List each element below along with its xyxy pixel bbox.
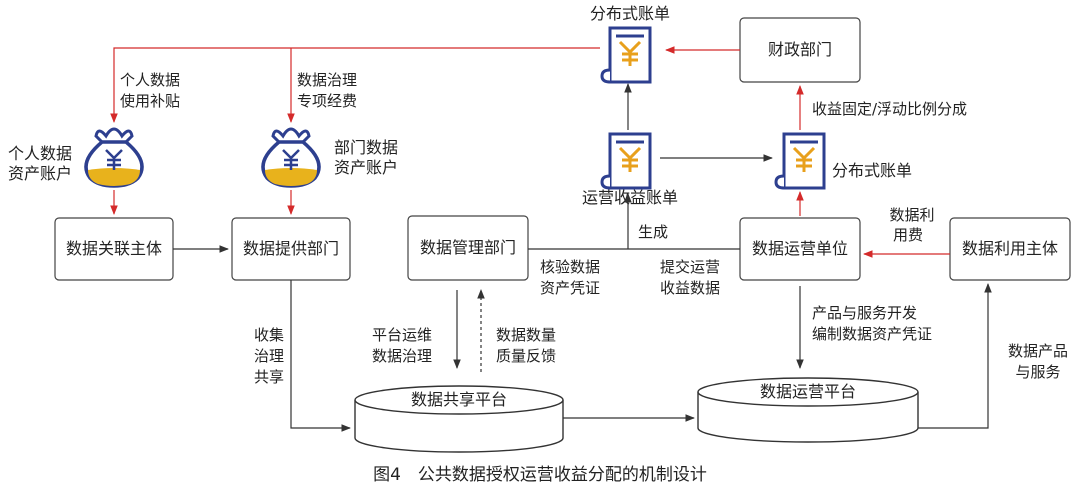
label-product-dev-2: 编制数据资产凭证 bbox=[812, 325, 932, 343]
label-revenue-split: 收益固定/浮动比例分成 bbox=[812, 100, 967, 118]
node-data-operation: 数据运营单位 bbox=[739, 217, 861, 281]
label-products-1: 数据产品 bbox=[1008, 342, 1068, 360]
node-finance-label: 财政部门 bbox=[768, 40, 832, 59]
bill-right-label: 分布式账单 bbox=[832, 161, 912, 180]
label-usage-fee-2: 用费 bbox=[893, 226, 923, 244]
department-account-bag-icon bbox=[261, 127, 321, 188]
operation-platform-cylinder: 数据运营平台 bbox=[697, 377, 919, 443]
personal-account-label-1: 个人数据 bbox=[8, 144, 72, 163]
arrow-bill-to-personal-account bbox=[110, 47, 600, 123]
personal-account-bag-icon bbox=[84, 127, 144, 188]
node-data-operation-label: 数据运营单位 bbox=[752, 239, 848, 258]
bill-top-icon bbox=[600, 26, 652, 84]
node-data-association-label: 数据关联主体 bbox=[66, 239, 162, 258]
label-personal-subsidy-1: 个人数据 bbox=[120, 71, 180, 89]
label-submit-1: 提交运营 bbox=[660, 258, 720, 276]
bill-operation-revenue-label: 运营收益账单 bbox=[582, 188, 678, 207]
label-verify-2: 资产凭证 bbox=[540, 279, 600, 297]
bill-right-icon bbox=[774, 132, 826, 190]
node-finance: 财政部门 bbox=[739, 17, 861, 83]
label-generate: 生成 bbox=[638, 223, 668, 241]
label-governance-fund-2: 专项经费 bbox=[297, 92, 357, 110]
personal-account-label-2: 资产账户 bbox=[8, 164, 72, 183]
label-usage-fee-1: 数据利 bbox=[889, 206, 934, 224]
node-data-user: 数据利用主体 bbox=[949, 217, 1071, 281]
label-product-dev-1: 产品与服务开发 bbox=[812, 304, 917, 322]
arrow-provider-to-shared-platform bbox=[290, 280, 351, 432]
label-collect-1: 收集 bbox=[254, 326, 284, 344]
shared-platform-label: 数据共享平台 bbox=[411, 390, 507, 409]
node-data-management: 数据管理部门 bbox=[407, 215, 529, 281]
arrow-platform-to-user bbox=[918, 283, 992, 429]
label-collect-2: 治理 bbox=[254, 347, 284, 365]
bill-top-label: 分布式账单 bbox=[590, 4, 670, 23]
label-platform-ops-2: 数据治理 bbox=[372, 347, 432, 365]
label-governance-fund-1: 数据治理 bbox=[297, 71, 357, 89]
department-account-label-1: 部门数据 bbox=[334, 138, 398, 157]
bill-operation-revenue-icon bbox=[600, 132, 652, 190]
node-data-association: 数据关联主体 bbox=[54, 217, 174, 281]
operation-platform-label: 数据运营平台 bbox=[760, 382, 856, 401]
shared-platform-cylinder: 数据共享平台 bbox=[354, 385, 564, 453]
node-data-user-label: 数据利用主体 bbox=[962, 239, 1058, 258]
label-platform-ops-1: 平台运维 bbox=[372, 326, 432, 344]
figure-caption: 图4 公共数据授权运营收益分配的机制设计 bbox=[373, 465, 707, 485]
node-data-provider-label: 数据提供部门 bbox=[243, 239, 339, 258]
node-data-provider: 数据提供部门 bbox=[231, 217, 351, 281]
label-verify-1: 核验数据 bbox=[540, 258, 600, 276]
label-quality-2: 质量反馈 bbox=[496, 347, 556, 365]
label-submit-2: 收益数据 bbox=[660, 279, 720, 297]
department-account-label-2: 资产账户 bbox=[334, 158, 398, 177]
label-products-2: 与服务 bbox=[1015, 363, 1060, 381]
node-data-management-label: 数据管理部门 bbox=[420, 238, 516, 257]
label-personal-subsidy-2: 使用补贴 bbox=[120, 92, 180, 110]
label-quality-1: 数据数量 bbox=[496, 326, 556, 344]
label-collect-3: 共享 bbox=[254, 368, 284, 386]
